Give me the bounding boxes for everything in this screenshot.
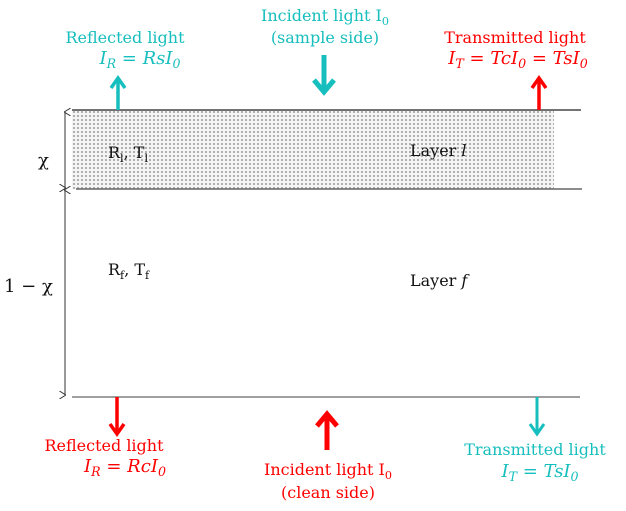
eq-sub: R	[106, 56, 117, 71]
prop-sub: f	[120, 269, 125, 282]
layer-name-text: Layer	[410, 141, 462, 160]
top-transmitted-label: Transmitted light	[444, 28, 586, 47]
top-reflected-arrow	[109, 74, 127, 110]
layer-l-properties: Rl, Tl	[108, 143, 149, 165]
prop-sub: l	[144, 152, 149, 165]
top-incident-side: (sample side)	[270, 28, 380, 47]
eq-sub: 0	[172, 56, 181, 71]
prop-t: T	[133, 143, 145, 162]
eq-term: I	[448, 48, 456, 69]
top-incident-arrow	[312, 55, 336, 96]
eq-term: = TcI	[463, 48, 519, 69]
incident-sub: 0	[384, 469, 392, 482]
incident-text: Incident light I	[264, 460, 385, 479]
bottom-incident-arrow	[315, 410, 339, 450]
bottom-transmitted-equation: IT = TsI0	[470, 461, 610, 488]
one-minus-chi-label: 1 − χ	[4, 276, 53, 297]
layer-name-text: Layer	[410, 271, 462, 290]
prop-r: R	[108, 143, 121, 162]
bottom-reflected-label: Reflected light	[44, 436, 164, 455]
eq-term: = RcI	[100, 456, 158, 477]
chi-label: χ	[38, 150, 49, 171]
layer-f-properties: Rf, Tf	[108, 260, 150, 282]
eq-term: I	[99, 48, 107, 69]
layer-l-name: Layer l	[410, 141, 467, 161]
layer-var: l	[461, 141, 467, 160]
top-reflected-label: Reflected light	[65, 28, 185, 47]
top-transmitted-equation: IT = TcI0 = TsI0	[418, 48, 618, 75]
eq-sub: 0	[570, 469, 579, 484]
eq-sub: T	[508, 469, 517, 484]
prop-sub: f	[145, 269, 150, 282]
eq-sub: 0	[579, 56, 588, 71]
eq-term: = TsI	[526, 48, 580, 69]
prop-r: R	[108, 260, 121, 279]
layer-l-region	[72, 110, 554, 189]
prop-sub: l	[120, 152, 124, 165]
eq-term: = TsI	[516, 461, 571, 482]
bottom-transmitted-label: Transmitted light	[464, 440, 606, 459]
eq-sub: 0	[518, 56, 527, 71]
eq-sub: T	[455, 56, 464, 71]
eq-term: = RsI	[116, 48, 173, 69]
layer-f-name: Layer f	[410, 271, 467, 291]
eq-sub: R	[91, 464, 101, 479]
eq-term: I	[501, 461, 509, 482]
eq-term: I	[84, 456, 92, 477]
top-incident-label: Incident light I0	[240, 6, 410, 32]
bottom-incident-label: Incident light I0	[243, 460, 413, 486]
bottom-reflected-equation: IR = RcI0	[55, 456, 195, 483]
incident-text: Incident light I	[261, 6, 382, 25]
prop-t: T	[134, 260, 146, 279]
top-reflected-equation: IR = RsI0	[70, 48, 210, 75]
bottom-incident-side: (clean side)	[281, 483, 375, 502]
eq-sub: 0	[157, 464, 166, 479]
top-transmitted-arrow	[530, 74, 548, 110]
bottom-reflected-arrow	[108, 397, 126, 438]
layer-var: f	[461, 271, 468, 290]
bottom-transmitted-arrow	[528, 397, 546, 437]
incident-sub: 0	[381, 15, 389, 28]
